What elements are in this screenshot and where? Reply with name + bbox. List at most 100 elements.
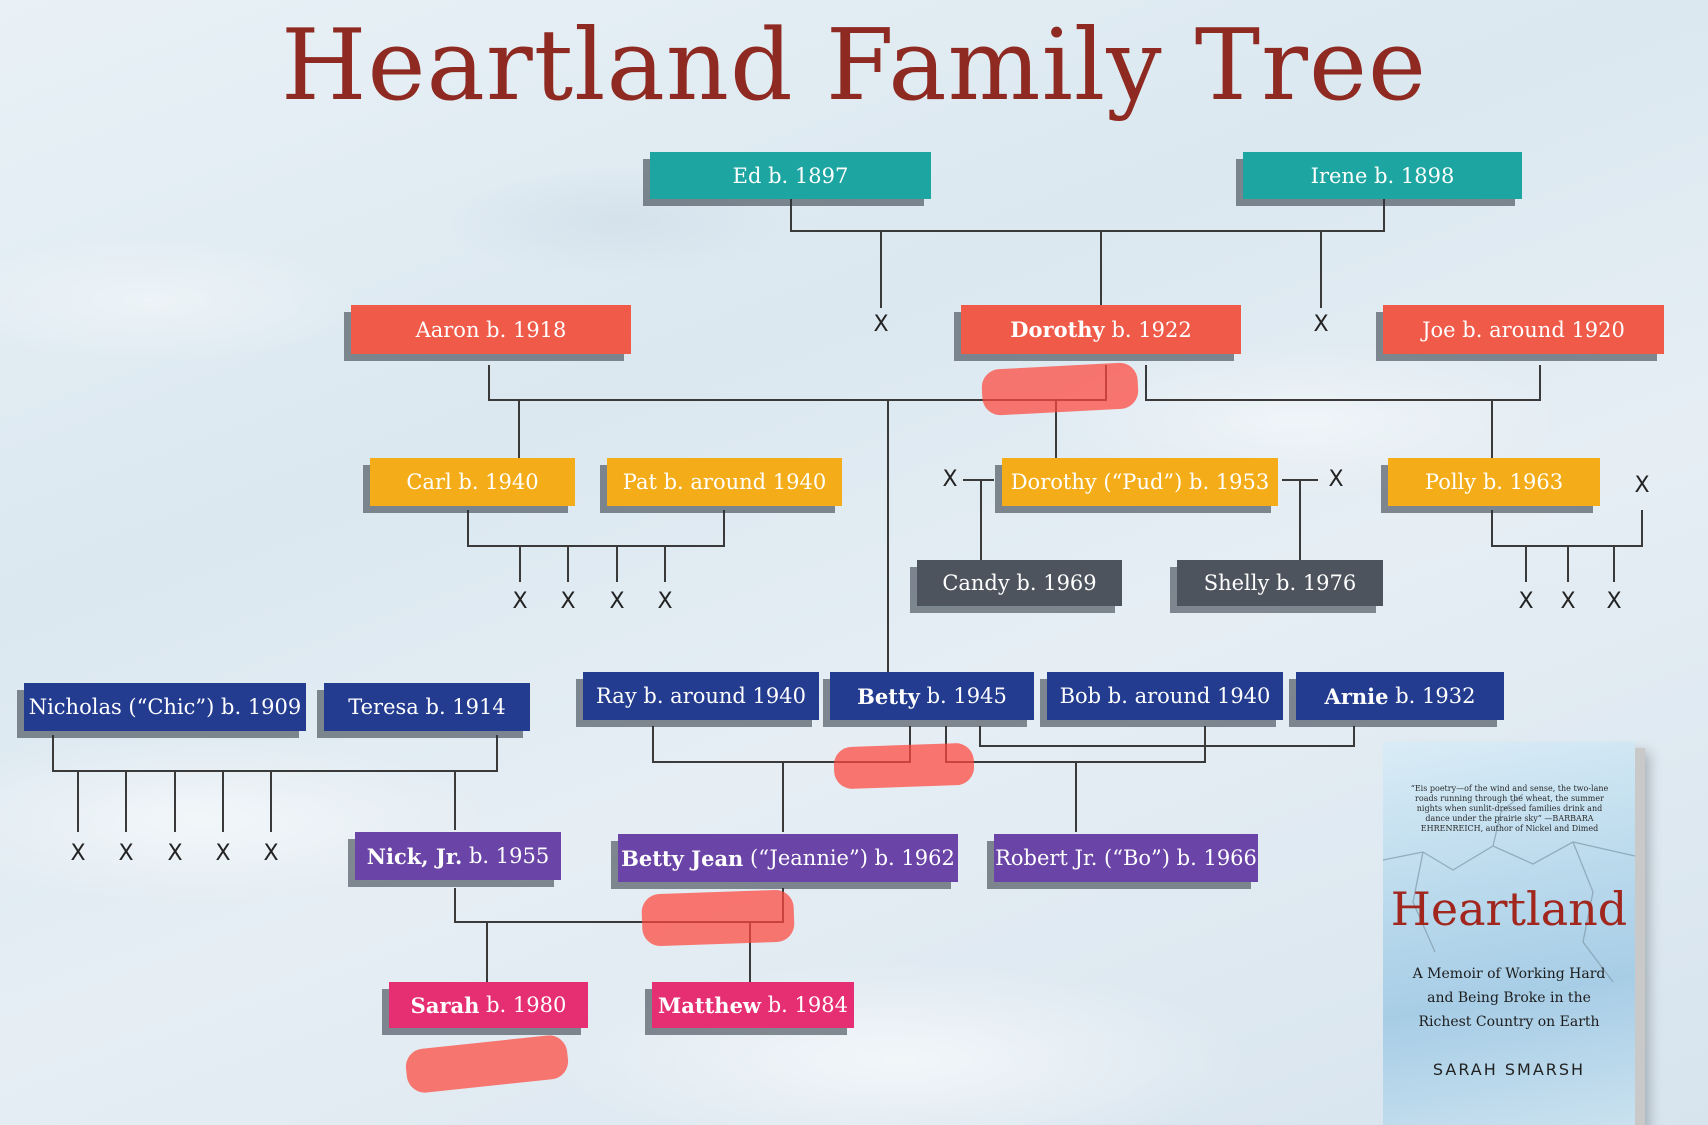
- person-irene-born: b. 1898: [1374, 163, 1455, 188]
- person-pat-born: b. around 1940: [663, 470, 827, 494]
- person-chic-born: b. 1909: [221, 695, 302, 719]
- connector-carl-pat: [467, 510, 725, 547]
- person-sarah: Sarah b. 1980: [389, 982, 588, 1028]
- connector-chic-teresa: [52, 735, 498, 772]
- person-bo: Robert Jr. (“Bo”) b. 1966: [994, 834, 1258, 882]
- person-aaron-born: b. 1918: [486, 317, 567, 342]
- person-dorothy: Dorothy b. 1922: [961, 305, 1241, 354]
- highlight-mark-betty: [833, 742, 975, 790]
- marker-chic-teresa-child-4: X: [215, 841, 231, 866]
- marker-pud-partner-left: X: [942, 467, 958, 492]
- person-ray-born: b. around 1940: [643, 684, 806, 708]
- person-polly-name: Polly: [1424, 470, 1477, 494]
- person-sarah-name: Sarah: [410, 992, 480, 1018]
- person-carl-born: b. 1940: [458, 470, 539, 494]
- person-matthew: Matthew b. 1984: [652, 982, 854, 1028]
- person-bob-name: Bob: [1059, 684, 1102, 708]
- marker-ed-irene-child-1: X: [873, 312, 889, 337]
- person-matthew-name: Matthew: [658, 992, 762, 1018]
- person-irene: Irene b. 1898: [1243, 152, 1522, 199]
- person-pud-name: Dorothy (“Pud”): [1010, 470, 1183, 494]
- person-irene-name: Irene: [1310, 163, 1368, 188]
- person-betty: Betty b. 1945: [830, 672, 1034, 720]
- person-candy: Candy b. 1969: [917, 560, 1122, 606]
- book-cover: “Eis poetry—of the wind and sense, the t…: [1383, 742, 1635, 1125]
- person-pud: Dorothy (“Pud”) b. 1953: [1002, 458, 1278, 506]
- book-subtitle: A Memoir of Working Hard and Being Broke…: [1412, 966, 1606, 1030]
- person-dorothy-born: b. 1922: [1111, 317, 1192, 342]
- person-jeannie: Betty Jean (“Jeannie”) b. 1962: [618, 834, 958, 882]
- connector-carl-pat-kids: [519, 546, 666, 582]
- person-bo-born: b. 1966: [1176, 846, 1257, 870]
- person-arnie-born: b. 1932: [1395, 684, 1476, 708]
- person-bo-name: Robert Jr. (“Bo”): [995, 846, 1170, 870]
- person-joe-name: Joe: [1422, 317, 1456, 342]
- person-nick-born: b. 1955: [468, 844, 550, 868]
- person-dorothy-name: Dorothy: [1010, 317, 1105, 342]
- person-bob-born: b. around 1940: [1107, 684, 1271, 708]
- person-pud-born: b. 1953: [1189, 470, 1270, 494]
- marker-carl-pat-child-3: X: [609, 589, 625, 614]
- marker-polly-partner: X: [1634, 473, 1650, 498]
- marker-chic-teresa-child-1: X: [70, 841, 86, 866]
- marker-carl-pat-child-4: X: [657, 589, 673, 614]
- connector-chic-teresa-kids: [77, 771, 272, 832]
- person-shelly-born: b. 1976: [1276, 571, 1357, 595]
- person-jeannie-born: b. 1962: [874, 846, 955, 870]
- book-quote: “Eis poetry—of the wind and sense, the t…: [1410, 784, 1609, 833]
- person-ed: Ed b. 1897: [650, 152, 931, 199]
- person-aaron-name: Aaron: [415, 317, 480, 342]
- marker-carl-pat-child-1: X: [512, 589, 528, 614]
- person-joe-born: b. around 1920: [1462, 317, 1625, 342]
- person-arnie: Arnie b. 1932: [1296, 672, 1504, 720]
- person-aaron: Aaron b. 1918: [351, 305, 631, 354]
- marker-chic-teresa-child-3: X: [167, 841, 183, 866]
- person-teresa-born: b. 1914: [425, 695, 506, 719]
- connector-polly: [1491, 510, 1643, 547]
- person-ed-born: b. 1897: [768, 163, 849, 188]
- marker-polly-child-2: X: [1560, 589, 1576, 614]
- person-ray-name: Ray: [596, 684, 637, 708]
- marker-carl-pat-child-2: X: [560, 589, 576, 614]
- person-arnie-name: Arnie: [1324, 683, 1389, 709]
- highlight-mark-jeannie: [641, 889, 795, 947]
- person-bob: Bob b. around 1940: [1047, 672, 1283, 720]
- person-sarah-born: b. 1980: [486, 993, 567, 1017]
- person-shelly: Shelly b. 1976: [1177, 560, 1383, 606]
- marker-polly-child-1: X: [1518, 589, 1534, 614]
- person-candy-name: Candy: [942, 571, 1010, 595]
- person-ray: Ray b. around 1940: [583, 672, 819, 720]
- person-nick: Nick, Jr. b. 1955: [355, 832, 561, 880]
- person-jeannie-name-rest: (“Jeannie”): [750, 846, 868, 870]
- person-jeannie-name: Betty Jean: [621, 845, 744, 871]
- person-ed-name: Ed: [732, 163, 762, 188]
- marker-chic-teresa-child-5: X: [263, 841, 279, 866]
- book-title: Heartland: [1390, 882, 1628, 936]
- highlight-mark-dorothy: [980, 361, 1140, 417]
- person-carl-name: Carl: [406, 470, 452, 494]
- connector-polly-kids: [1525, 546, 1615, 582]
- person-polly-born: b. 1963: [1482, 470, 1564, 494]
- person-betty-born: b. 1945: [926, 684, 1007, 708]
- marker-ed-irene-child-2: X: [1313, 312, 1329, 337]
- person-matthew-born: b. 1984: [767, 993, 848, 1017]
- person-chic: Nicholas (“Chic”) b. 1909: [24, 683, 306, 731]
- person-candy-born: b. 1969: [1016, 571, 1097, 595]
- person-nick-name: Nick, Jr.: [366, 843, 463, 869]
- person-betty-name: Betty: [857, 683, 920, 709]
- marker-chic-teresa-child-2: X: [118, 841, 134, 866]
- book-author: SARAH SMARSH: [1432, 1060, 1586, 1079]
- person-chic-name: Nicholas (“Chic”): [28, 695, 215, 719]
- person-polly: Polly b. 1963: [1388, 458, 1600, 506]
- person-carl: Carl b. 1940: [370, 458, 575, 506]
- connector-betty-bob-arnie: [945, 726, 1355, 763]
- person-pat-name: Pat: [622, 470, 657, 494]
- connector-ed-irene: [790, 199, 1385, 232]
- person-joe: Joe b. around 1920: [1383, 305, 1664, 354]
- person-shelly-name: Shelly: [1203, 571, 1270, 595]
- person-teresa-name: Teresa: [348, 695, 419, 719]
- book-crack-pattern: [1383, 793, 1635, 983]
- marker-polly-child-3: X: [1606, 589, 1622, 614]
